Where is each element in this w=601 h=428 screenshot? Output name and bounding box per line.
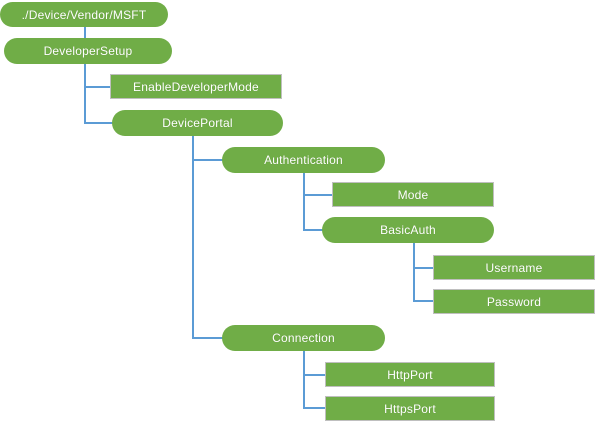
tree-node-label: EnableDeveloperMode — [133, 79, 259, 94]
tree-node-connection[interactable]: Connection — [222, 325, 385, 351]
connector-basicauth-to-password — [413, 300, 435, 302]
tree-node-label: Password — [486, 294, 542, 309]
tree-node-httpsport[interactable]: HttpsPort — [325, 396, 495, 421]
connector-developersetup-trunk — [84, 64, 86, 124]
tree-node-label: Username — [485, 260, 543, 275]
tree-node-label: DevicePortal — [162, 116, 233, 130]
connector-connection-to-httpsport — [303, 407, 327, 409]
tree-node-enabledevelopermode[interactable]: EnableDeveloperMode — [110, 74, 282, 99]
tree-node-label: Connection — [272, 331, 335, 345]
tree-node-label: Authentication — [264, 153, 343, 167]
connector-deviceportal-to-authentication — [192, 159, 226, 161]
connector-authentication-to-basicauth — [303, 229, 325, 231]
tree-node-root[interactable]: ./Device/Vendor/MSFT — [0, 2, 168, 27]
connector-developersetup-to-enabledevelopermode — [84, 86, 111, 88]
connector-connection-to-httpport — [303, 374, 327, 376]
connector-basicauth-trunk — [413, 243, 415, 302]
tree-node-label: Mode — [397, 187, 429, 202]
tree-node-username[interactable]: Username — [433, 255, 595, 280]
tree-node-developersetup[interactable]: DeveloperSetup — [4, 38, 172, 64]
tree-node-password[interactable]: Password — [433, 289, 595, 314]
tree-node-mode[interactable]: Mode — [332, 182, 494, 207]
connector-deviceportal-to-connection — [192, 337, 226, 339]
tree-node-label: HttpPort — [387, 367, 433, 382]
connector-basicauth-to-username — [413, 267, 435, 269]
tree-node-deviceportal[interactable]: DevicePortal — [112, 110, 283, 136]
tree-node-httpport[interactable]: HttpPort — [325, 362, 495, 387]
connector-root-to-developersetup — [84, 26, 86, 39]
connector-developersetup-to-deviceportal — [84, 122, 116, 124]
tree-node-authentication[interactable]: Authentication — [222, 147, 385, 173]
tree-node-basicauth[interactable]: BasicAuth — [322, 217, 494, 243]
connector-connection-trunk — [303, 351, 305, 409]
connector-authentication-trunk — [303, 173, 305, 231]
connector-authentication-to-mode — [303, 194, 334, 196]
connector-deviceportal-trunk — [192, 136, 194, 338]
tree-node-label: DeveloperSetup — [43, 44, 133, 58]
tree-node-label: HttpsPort — [384, 401, 436, 416]
tree-node-label: BasicAuth — [380, 223, 436, 237]
tree-node-label: ./Device/Vendor/MSFT — [21, 7, 147, 22]
